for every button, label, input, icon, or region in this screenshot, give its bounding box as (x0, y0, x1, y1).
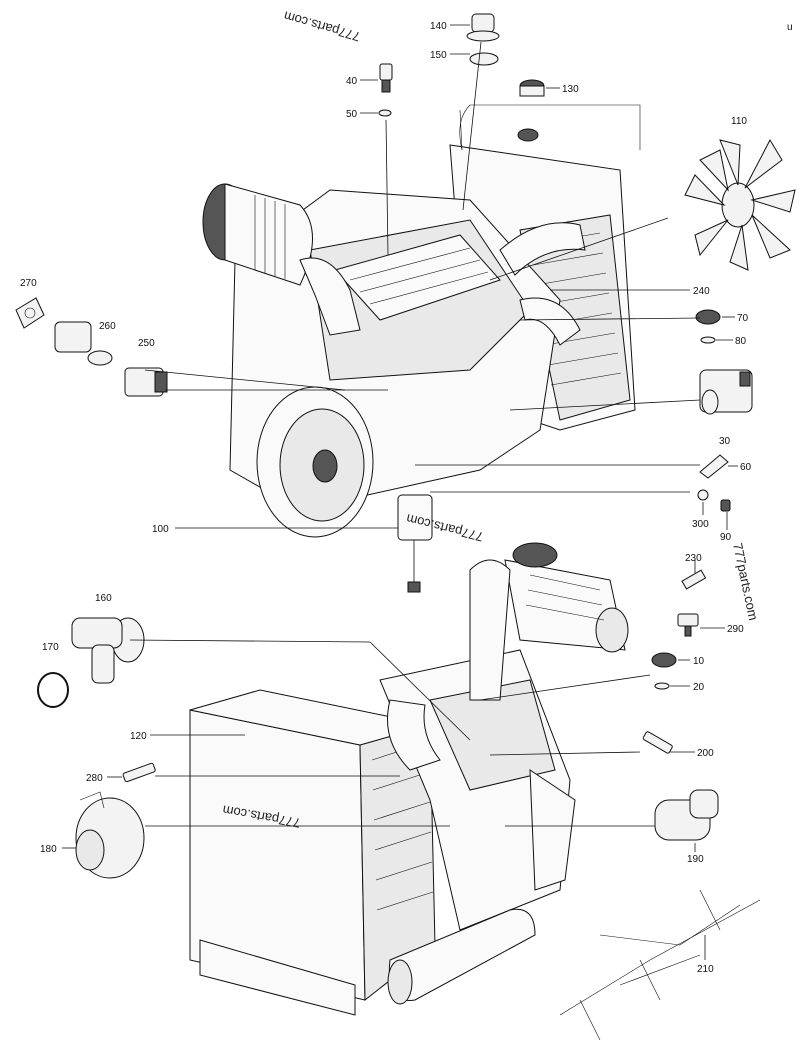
part-230-sensor (681, 569, 707, 590)
flywheel-upper (256, 386, 374, 538)
air-filter-upper (202, 183, 361, 336)
callout-130: 130 (562, 84, 579, 95)
callout-240: 240 (693, 286, 710, 297)
part-10-filler-cap (651, 652, 677, 668)
part-50-o-ring (378, 109, 392, 117)
part-30-fuel-pump (699, 369, 753, 415)
part-290-sensor (677, 613, 699, 637)
callout-190: 190 (687, 854, 704, 865)
callout-120: 120 (130, 731, 147, 742)
callout-230: 230 (685, 553, 702, 564)
callout-140: 140 (430, 21, 447, 32)
callout-180: 180 (40, 844, 57, 855)
callout-110: 110 (731, 116, 747, 127)
callout-270: 270 (20, 278, 37, 289)
callout-50: 50 (346, 109, 358, 120)
fuel-filter-upper (397, 494, 433, 593)
callout-150: 150 (430, 50, 447, 61)
part-170-o-ring (37, 672, 69, 708)
part-200-sensor (642, 731, 673, 754)
radiator-cap-installed-upper (517, 128, 539, 142)
callout-10: 10 (693, 656, 705, 667)
part-180-alternator (75, 791, 145, 879)
part-110-fan (684, 138, 796, 271)
callout-90: 90 (720, 532, 732, 543)
part-250-actuator (124, 367, 168, 397)
callout-280: 280 (86, 773, 103, 784)
callout-60: 60 (740, 462, 752, 473)
callout-250: 250 (138, 338, 155, 349)
watermark-top: 777parts.com (282, 8, 362, 44)
watermark-right-vertical: 777parts.com (730, 542, 761, 622)
callout-260: 260 (99, 321, 116, 332)
corner-mark: u (787, 22, 793, 33)
part-40-sensor (379, 63, 393, 93)
upper-engine-drawing (202, 104, 641, 593)
callout-300: 300 (692, 519, 709, 530)
callout-20: 20 (693, 682, 705, 693)
callout-290: 290 (727, 624, 744, 635)
callout-30: 30 (719, 436, 731, 447)
leader-lines (62, 24, 738, 960)
part-300-washer (697, 489, 709, 501)
part-130-radiator-cap (519, 79, 545, 97)
lower-engine-drawing (189, 542, 629, 1016)
callout-210: 210 (697, 964, 714, 975)
part-60-dipstick (699, 454, 729, 479)
air-filter-lower (504, 542, 629, 653)
callout-200: 200 (697, 748, 714, 759)
callout-labels: 140 150 40 50 130 110 270 260 250 240 70… (20, 21, 752, 975)
part-70-filler-cap (695, 309, 721, 325)
part-270-bracket (15, 297, 45, 329)
callout-40: 40 (346, 76, 358, 87)
callout-70: 70 (737, 313, 749, 324)
part-20-seal (654, 682, 670, 690)
callout-160: 160 (95, 593, 112, 604)
part-260-egr-valve (54, 321, 113, 366)
part-280-sensor (122, 762, 156, 783)
callout-80: 80 (735, 336, 747, 347)
part-190-starter-motor (654, 789, 719, 841)
callout-170: 170 (42, 642, 59, 653)
part-90-plug (720, 499, 731, 512)
part-80-seal (700, 336, 716, 344)
muffler-lower (387, 908, 536, 1005)
part-150-gasket (469, 52, 499, 66)
callout-100: 100 (152, 524, 169, 535)
part-140-thermostat-housing (466, 13, 500, 42)
part-210-wiring-harness (559, 889, 761, 1041)
part-160-water-pump (71, 617, 145, 684)
